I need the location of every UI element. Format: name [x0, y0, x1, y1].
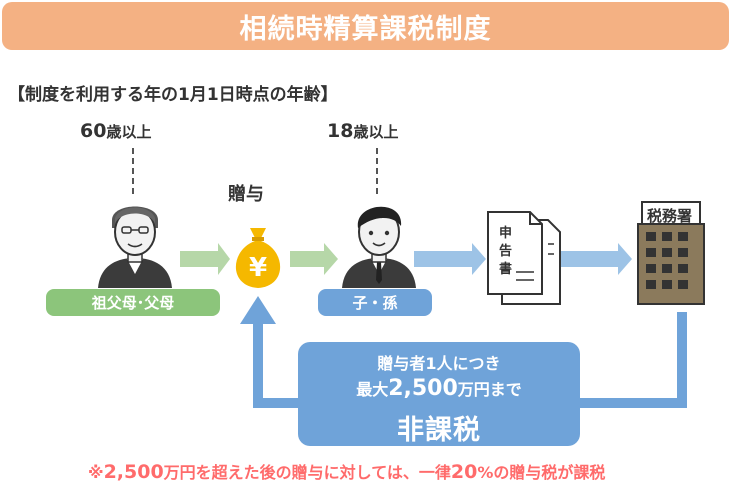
receiver-age: 18歳以上 [327, 120, 398, 142]
exemption-amount: 2,500 [388, 376, 458, 401]
exemption-suffix: 万円まで [457, 380, 522, 399]
document-char-1: 申 [499, 226, 513, 241]
green-arrow-to-receiver [290, 243, 338, 275]
exemption-box: 贈与者1人につき 最大2,500万円まで 非課税 [298, 342, 580, 446]
exemption-line-1: 贈与者1人につき [377, 354, 501, 373]
document-paper-shape [487, 211, 561, 305]
receiver-age-unit: 歳以上 [353, 123, 399, 141]
receiver-age-number: 18 [327, 120, 354, 142]
giver-age: 60歳以上 [80, 120, 151, 142]
page-title: 相続時精算課税制度 [239, 13, 492, 45]
tax-office-label: 税務署 [647, 207, 693, 225]
receiver-dashed-line [376, 148, 378, 194]
giver-age-unit: 歳以上 [106, 123, 152, 141]
giver-dashed-line [132, 148, 134, 194]
subtitle: 【制度を利用する年の1月1日時点の年齢】 [8, 85, 338, 105]
receiver-label: 子・孫 [318, 289, 432, 316]
return-loop-arrow [240, 296, 687, 408]
footnote-rate: 20 [450, 461, 478, 483]
footnote: ※2,500万円を超えた後の贈与に対しては、一律20%の贈与税が課税 [88, 459, 605, 483]
green-arrow-to-bag [180, 243, 230, 275]
giver-age-number: 60 [80, 120, 107, 142]
money-bag-icon: ¥ [235, 228, 281, 288]
exemption-line-2: 最大2,500万円まで [298, 376, 580, 401]
document-char-3: 書 [499, 262, 513, 277]
exemption-prefix: 最大 [356, 380, 389, 399]
gift-label: 贈与 [228, 184, 264, 205]
document-char-2: 告 [499, 244, 513, 259]
money-bag-symbol: ¥ [249, 253, 267, 283]
tax-office-building-icon [637, 201, 705, 305]
blue-arrow-to-office [560, 243, 632, 275]
exemption-line-3: 非課税 [397, 415, 481, 446]
footnote-text-1: 万円を超えた後の贈与に対しては、一律 [163, 463, 451, 482]
blue-arrow-to-document [414, 243, 486, 275]
footnote-amount: 2,500 [103, 461, 164, 483]
giver-label: 祖父母･父母 [46, 289, 220, 316]
title-bar: 相続時精算課税制度 [2, 2, 729, 50]
elder-person-icon [98, 206, 172, 288]
document-icon: 申 告 書 [486, 210, 562, 306]
young-person-icon [342, 206, 416, 288]
footnote-text-2: %の贈与税が課税 [477, 463, 606, 482]
footnote-mark: ※ [88, 463, 104, 482]
